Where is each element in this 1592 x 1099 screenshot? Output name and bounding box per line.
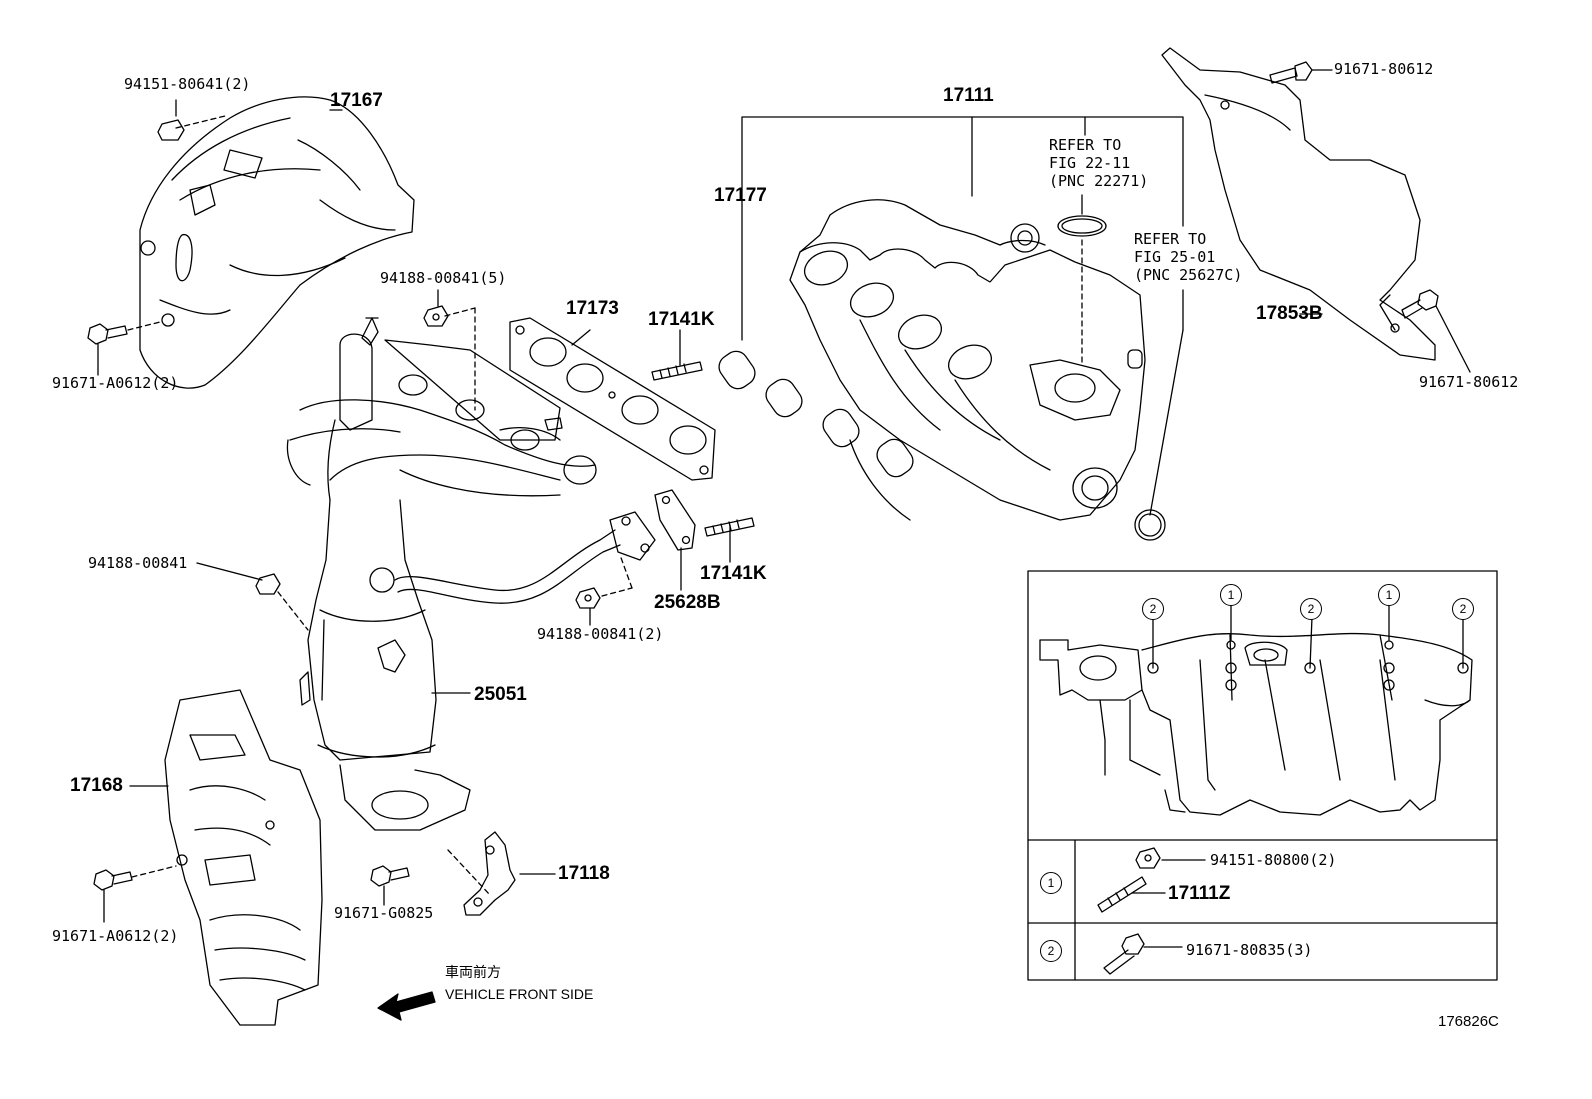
bolt-91671-a0612-bottom — [94, 870, 132, 890]
nut-94151-80800 — [1136, 848, 1160, 868]
label-17111: 17111 — [943, 85, 994, 106]
bolt-91671-80835 — [1104, 934, 1144, 974]
gasket-17173 — [510, 318, 715, 480]
nut-94188-00841-5 — [424, 306, 448, 326]
exhaust-manifold — [287, 318, 596, 500]
label-94151-80800: 94151-80800(2) — [1210, 851, 1337, 869]
direction-label-en: VEHICLE FRONT SIDE — [445, 986, 594, 1002]
o-ring-22271 — [1058, 216, 1106, 236]
refer-note-2-line2: FIG 25-01 — [1134, 248, 1216, 266]
nut-94188-00841 — [256, 574, 280, 594]
label-17118: 17118 — [558, 863, 610, 884]
heat-insulator-upper — [140, 97, 414, 388]
bolt-91671-80612-bottom — [1402, 290, 1438, 318]
label-91671-80835: 91671-80835(3) — [1186, 941, 1313, 959]
inset-row-marker-1: 1 — [1040, 872, 1062, 894]
nut-94151-80641 — [158, 120, 184, 140]
intake-manifold — [790, 200, 1145, 520]
refer-note-2-line3: (PNC 25627C) — [1134, 266, 1243, 284]
bracket-17853b — [1162, 48, 1435, 360]
refer-note-2-line1: REFER TO — [1134, 230, 1207, 248]
bolt-91671-80612-top — [1270, 62, 1312, 83]
front-direction-arrow — [378, 992, 435, 1020]
label-91671-80612-bottom: 91671-80612 — [1419, 373, 1519, 391]
label-17853b: 17853B — [1256, 303, 1323, 324]
inset-marker-2-a: 2 — [1142, 598, 1164, 620]
o-ring-25627c — [1135, 510, 1165, 540]
bolt-91671-a0612-top — [88, 324, 127, 344]
inset-marker-1-b: 1 — [1378, 584, 1400, 606]
label-94188-00841-2: 94188-00841(2) — [537, 625, 664, 643]
label-25051: 25051 — [474, 684, 527, 705]
label-94188-00841: 94188-00841 — [88, 554, 188, 572]
refer-note-1-line2: FIG 22-11 — [1049, 154, 1131, 172]
refer-note-2: REFER TO FIG 25-01 (PNC 25627C) — [1134, 230, 1242, 284]
label-17168: 17168 — [70, 775, 123, 796]
inset-row-marker-2: 2 — [1040, 940, 1062, 962]
label-91671-a0612-bottom: 91671-A0612(2) — [52, 927, 179, 945]
inset-box — [1028, 571, 1497, 980]
label-17141k-bottom: 17141K — [700, 563, 767, 584]
exhaust-pipe-tube — [395, 512, 655, 603]
label-94151-80641: 94151-80641(2) — [124, 75, 251, 93]
refer-note-1-line1: REFER TO — [1049, 136, 1122, 154]
label-17177: 17177 — [714, 185, 767, 206]
stud-17111z — [1098, 877, 1146, 912]
label-91671-a0612-top: 91671-A0612(2) — [52, 374, 179, 392]
bolt-91671-g0825 — [371, 866, 409, 886]
inset-manifold-view — [1040, 634, 1472, 815]
label-25628b: 25628B — [654, 592, 721, 613]
bracket-17118 — [464, 832, 515, 915]
label-17111z: 17111Z — [1168, 883, 1231, 904]
refer-note-1-line3: (PNC 22271) — [1049, 172, 1149, 190]
catalytic-converter — [300, 500, 470, 830]
label-17141k-top: 17141K — [648, 309, 715, 330]
label-17173: 17173 — [566, 298, 619, 319]
label-17167: 17167 — [330, 90, 383, 111]
label-91671-g0825: 91671-G0825 — [334, 904, 434, 922]
label-91671-80612-top: 91671-80612 — [1334, 60, 1434, 78]
figure-id: 176826C — [1438, 1013, 1499, 1030]
inset-marker-1-a: 1 — [1220, 584, 1242, 606]
inset-marker-2-c: 2 — [1452, 598, 1474, 620]
stud-17141k-top — [652, 362, 702, 380]
inset-marker-2-b: 2 — [1300, 598, 1322, 620]
direction-label-jp: 車両前方 — [445, 964, 501, 980]
intake-gaskets-17177 — [714, 347, 917, 482]
label-94188-00841-5: 94188-00841(5) — [380, 269, 507, 287]
refer-note-1: REFER TO FIG 22-11 (PNC 22271) — [1049, 136, 1148, 190]
nut-94188-00841-2 — [576, 588, 600, 608]
inset-markers — [1148, 603, 1468, 690]
gasket-25628b — [655, 490, 695, 550]
heat-insulator-lower — [165, 690, 322, 1025]
